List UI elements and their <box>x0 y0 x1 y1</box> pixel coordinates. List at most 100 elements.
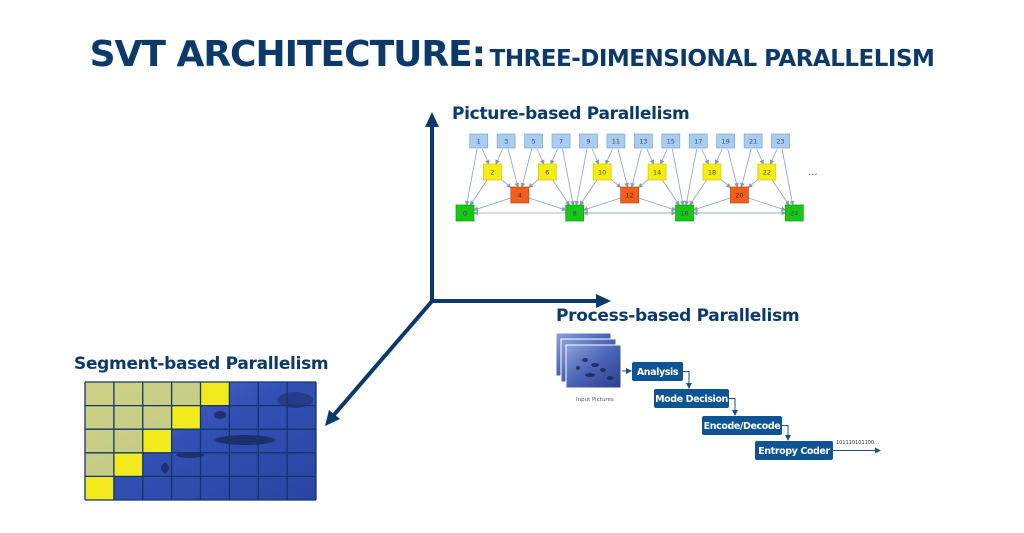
stage-box <box>755 441 833 460</box>
frame-21: 21 <box>743 133 763 149</box>
reference-arrow <box>747 179 759 188</box>
reference-arrow <box>582 197 621 212</box>
reference-arrow <box>617 148 629 188</box>
frame-number: 12 <box>625 192 633 200</box>
reference-arrow <box>646 148 655 165</box>
reference-arrow <box>473 197 512 212</box>
frame-number: 14 <box>653 169 661 177</box>
reference-arrow <box>638 197 677 212</box>
frame-19: 19 <box>716 133 736 149</box>
frame-box <box>620 186 639 204</box>
reference-arrow <box>720 179 732 188</box>
active-segment <box>113 452 143 477</box>
frame-24: 24 <box>784 204 804 222</box>
stage-label: Encode/Decode <box>704 421 781 432</box>
active-segment <box>85 476 114 500</box>
frame-box <box>757 163 777 181</box>
stage-box <box>632 362 683 381</box>
frame-box <box>579 133 598 149</box>
process-based-label: Process-based Parallelism <box>556 306 800 326</box>
frame-18: 18 <box>702 163 722 181</box>
reference-arrow <box>507 148 520 188</box>
reference-arrow <box>550 148 558 165</box>
frame-box <box>510 186 530 204</box>
pipeline-connector <box>683 371 692 389</box>
frame-10: 10 <box>592 163 612 181</box>
frame-8: 8 <box>565 204 585 222</box>
frame-number: 11 <box>612 138 620 146</box>
reference-arrow <box>714 148 723 165</box>
processed-segment <box>85 429 114 453</box>
reference-arrow <box>464 148 478 206</box>
pipeline-connector <box>782 425 791 441</box>
frame-box <box>647 163 667 181</box>
reference-arrow <box>660 148 668 165</box>
frame-14: 14 <box>647 163 667 181</box>
reference-arrow <box>501 179 512 188</box>
frame-number: 13 <box>639 138 647 146</box>
input-pictures-label: Input Pictures <box>576 397 614 403</box>
reference-arrow <box>727 148 739 188</box>
frame-number: 17 <box>694 138 702 146</box>
frame-box <box>688 133 708 149</box>
stage-box <box>702 416 782 435</box>
frame-box <box>469 133 489 149</box>
frame-number: 20 <box>735 192 743 200</box>
reference-arrow <box>528 197 567 212</box>
active-segment <box>171 405 201 430</box>
pipeline-stage-mode-decision: Mode Decision <box>654 389 729 408</box>
input-pictures-stack <box>555 332 622 389</box>
frame-box <box>634 133 653 149</box>
frame-4: 4 <box>510 186 530 204</box>
reference-arrow <box>630 148 642 188</box>
output-bitstream: 101110101100... <box>836 440 879 446</box>
reference-arrow <box>771 179 790 206</box>
frame-17: 17 <box>688 133 708 149</box>
frame-number: 4 <box>518 192 522 200</box>
frame-23: 23 <box>771 133 790 149</box>
diagonal-axis-arrowhead <box>325 410 340 426</box>
frame-number: 9 <box>586 138 590 146</box>
reference-arrow <box>574 148 588 206</box>
stage-box <box>654 389 729 408</box>
processed-segment <box>85 405 114 430</box>
reference-arrow <box>671 148 685 206</box>
frame-number: 0 <box>463 210 467 218</box>
reference-arrow <box>756 148 764 165</box>
frame-13: 13 <box>634 133 653 149</box>
reference-arrow <box>781 148 795 206</box>
frame-6: 6 <box>537 163 557 181</box>
pipeline-stage-encode-decode: Encode/Decode <box>702 416 782 435</box>
frame-box <box>551 133 571 149</box>
segment-based-label: Segment-based Parallelism <box>74 354 329 374</box>
frame-9: 9 <box>579 133 598 149</box>
frame-22: 22 <box>757 163 777 181</box>
reference-arrow <box>481 148 490 165</box>
frame-box <box>730 186 749 204</box>
pipeline-connector <box>729 398 738 416</box>
frame-15: 15 <box>661 133 681 149</box>
processed-segment <box>142 382 172 406</box>
reference-arrow <box>495 148 503 165</box>
frame-3: 3 <box>496 133 516 149</box>
reference-arrow <box>469 179 488 206</box>
frame-5: 5 <box>524 133 543 149</box>
reference-arrow <box>769 148 778 165</box>
frame-number: 19 <box>722 138 730 146</box>
active-segment <box>142 429 172 453</box>
reference-arrow <box>536 148 545 165</box>
title-sub: THREE-DIMENSIONAL PARALLELISM <box>489 46 935 72</box>
frame-number: 24 <box>790 210 798 218</box>
frame-number: 8 <box>573 210 577 218</box>
frame-box <box>661 133 681 149</box>
frame-11: 11 <box>606 133 626 149</box>
frame-number: 2 <box>490 169 494 177</box>
processed-segment <box>85 382 114 406</box>
frame-1: 1 <box>469 133 489 149</box>
reference-arrow <box>701 148 709 165</box>
reference-arrow <box>740 148 752 188</box>
reference-arrow <box>591 148 600 165</box>
frame-number: 1 <box>477 138 481 146</box>
